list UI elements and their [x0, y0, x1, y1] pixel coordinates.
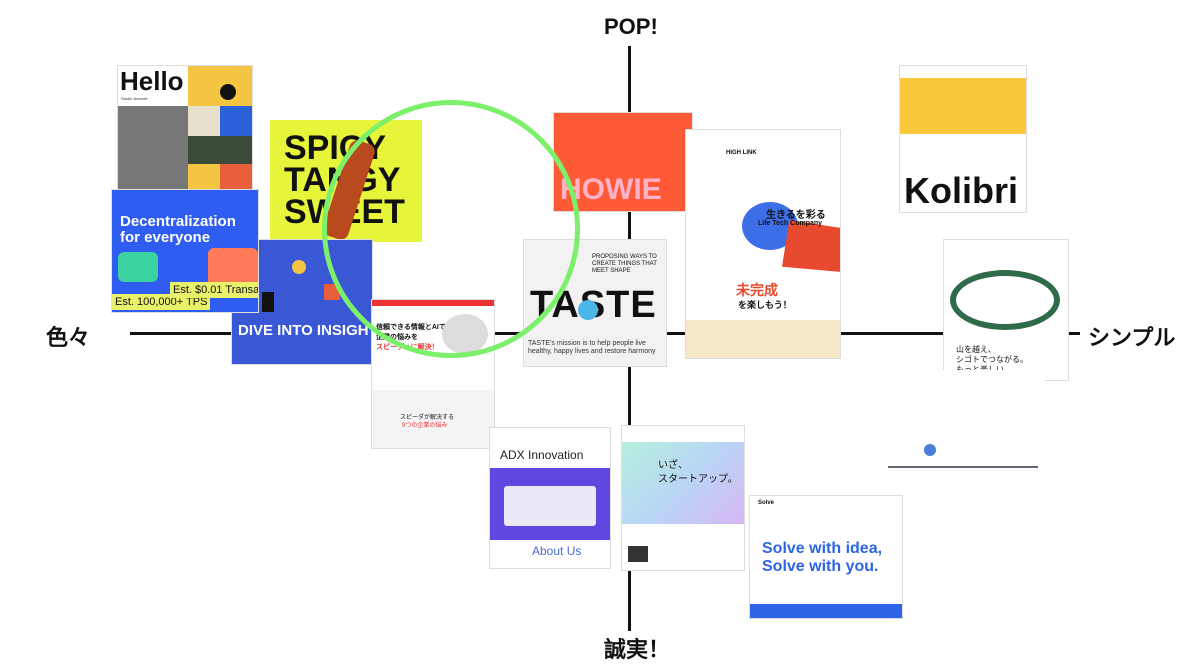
shardeum-shape: [118, 252, 158, 282]
hello-sub: Studio Namnet: [121, 96, 148, 101]
startup-copy1: いざ、: [658, 460, 688, 471]
adx-dashboard: [504, 486, 596, 526]
thumb-yamakoe[interactable]: 山を越え、 シゴトでつながる。 もっと楽しい: [944, 240, 1068, 380]
spida-section2: 9つの企業の悩み: [402, 423, 448, 429]
thumb-adx[interactable]: ADX Innovation About Us: [490, 428, 610, 568]
thumb-kolibri[interactable]: Kolibri: [900, 66, 1026, 212]
kolibri-title: Kolibri: [904, 170, 1018, 211]
highlink-blob-red: [782, 220, 840, 272]
solve-line1: Solve with idea,: [762, 540, 883, 557]
yamakoe-copy3: もっと楽しい: [956, 364, 1004, 375]
thumb-solve[interactable]: Solve Solve with idea, Solve with you.: [750, 496, 902, 618]
adx-title: ADX Innovation: [500, 448, 584, 462]
thumb-highlink[interactable]: HIGH LINK 生きるを彩る Life Tech Company 未完成 を…: [686, 130, 840, 358]
axis-label-right: シンプル: [1088, 325, 1176, 350]
insights-title: DIVE INTO INSIGHTS: [238, 322, 372, 339]
highlink-japan1: 未完成: [736, 282, 778, 298]
spida-section-bg: [372, 390, 494, 448]
axis-label-bottom: 誠実！: [604, 637, 671, 662]
shardeum-title: Decentralization for everyone: [120, 213, 236, 246]
hello-photo: [118, 106, 188, 192]
yamakoe-copy2: シゴトでつながる。: [956, 355, 1028, 364]
adx-about: About Us: [532, 544, 582, 558]
taste-tagline: PROPOSING WAYS TO CREATE THINGS THAT MEE…: [592, 254, 657, 274]
thumb-howie[interactable]: HOWIE: [554, 113, 692, 211]
startup-photo: [628, 546, 648, 562]
yamakoe-town-illust: [888, 438, 1038, 468]
highlink-logo: HIGH LINK: [726, 150, 757, 156]
insights-figure: [262, 292, 274, 312]
hello-title: Hello: [120, 66, 184, 96]
taste-mission: TASTE's mission is to help people live h…: [528, 340, 656, 355]
kolibri-pattern: [900, 78, 1026, 134]
highlight-ring: [322, 100, 580, 358]
hello-tile-blue: [220, 106, 252, 136]
highlink-japan2: を楽しもう！: [738, 300, 792, 310]
hello-tile-dark: [188, 136, 252, 164]
startup-copy2: スタートアップ。: [658, 474, 738, 485]
hello-tile: [188, 106, 220, 136]
thumb-startup[interactable]: いざ、 スタートアップ。: [622, 426, 744, 570]
highlink-footer-illust: [686, 320, 840, 358]
startup-gradient: [622, 442, 744, 524]
insights-dot: [292, 260, 306, 274]
yamakoe-copy1: 山を越え、: [956, 345, 996, 354]
axis-label-left: 色々: [46, 325, 91, 350]
highlink-copy1: 生きるを彩る: [766, 210, 826, 221]
yamakoe-tree: [924, 444, 936, 456]
thumb-yamakoe-lower[interactable]: [884, 370, 1044, 472]
hello-dot: [220, 84, 236, 100]
highlink-copy2: Life Tech Company: [758, 220, 823, 227]
shardeum-stat2: Est. $0.01 Transact: [170, 282, 258, 298]
solve-logo: Solve: [758, 500, 775, 506]
hello-tile-red: [220, 164, 252, 192]
solve-footer-bar: [750, 604, 902, 618]
axis-label-top: POP!: [604, 14, 658, 39]
thumb-hello[interactable]: Hello Studio Namnet: [118, 66, 252, 192]
solve-line2: Solve with you.: [762, 558, 879, 575]
spida-section: スピーダが解決する: [400, 415, 455, 421]
yamakoe-swoosh: [950, 270, 1060, 330]
shardeum-stat1: Est. 100,000+ TPS: [112, 294, 211, 310]
thumb-shardeum[interactable]: Decentralization for everyone Est. 100,0…: [112, 190, 258, 312]
taste-blue-dot: [578, 300, 598, 320]
shardeum-shape2: [208, 248, 258, 288]
